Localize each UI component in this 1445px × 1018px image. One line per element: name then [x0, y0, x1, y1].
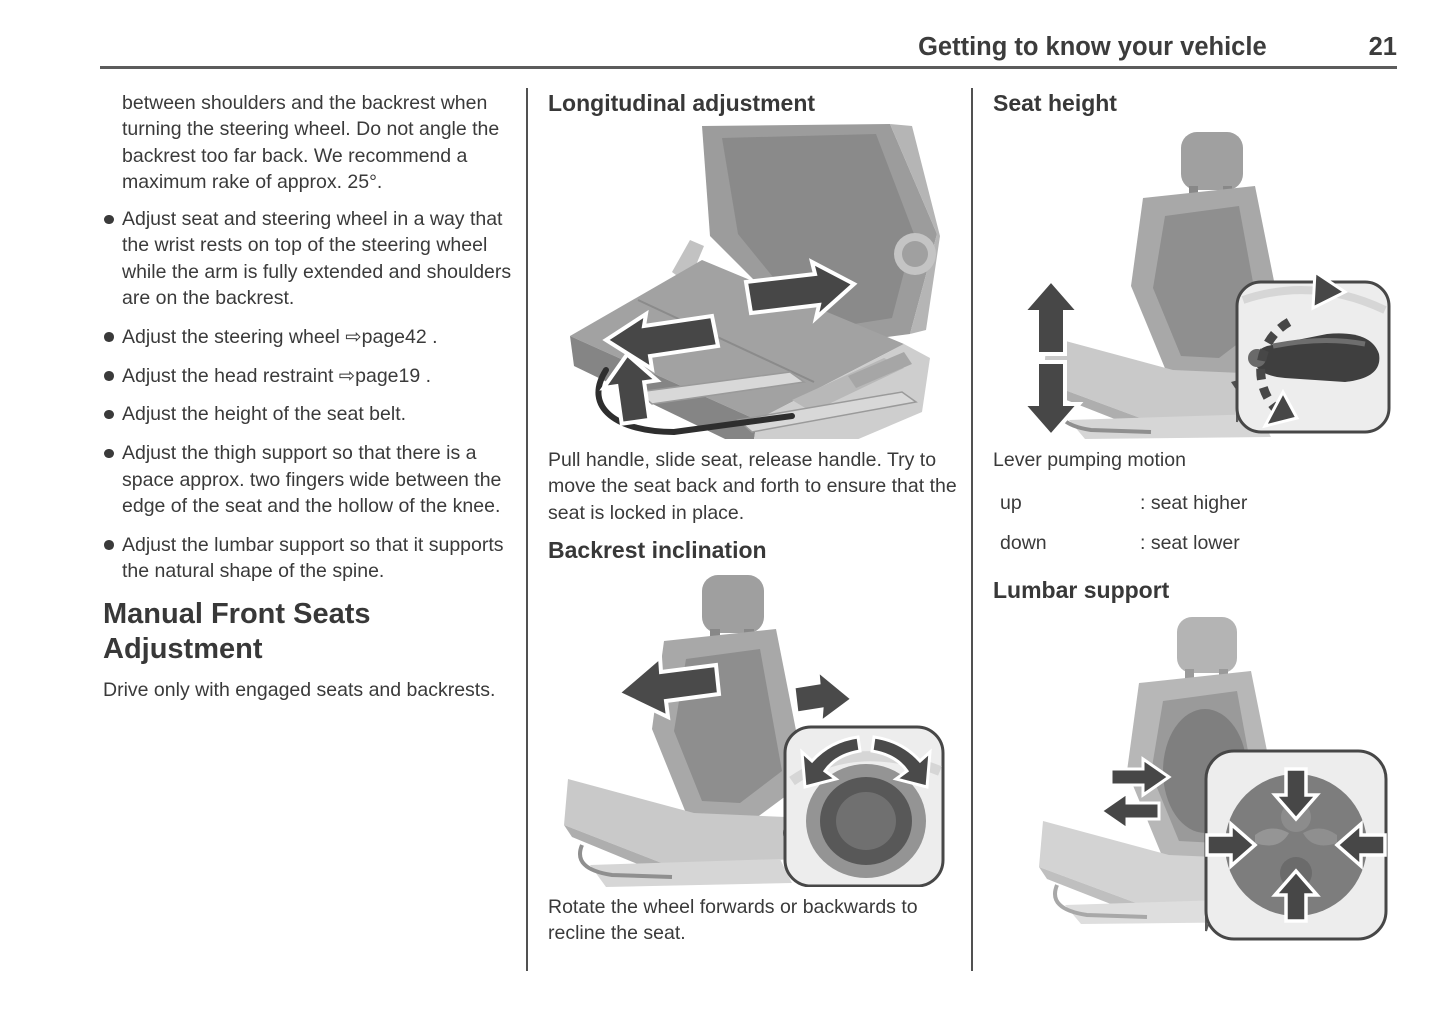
bullet-text: Adjust seat and steering wheel in a way … [122, 208, 512, 310]
handle-up-arrow-icon [599, 351, 662, 427]
list-item: Adjust the steering wheel ⇨page42 . [103, 324, 517, 350]
bullet-dot-icon [104, 448, 114, 459]
table-definition: : seat lower [1140, 531, 1240, 554]
list-item: Adjust the lumbar support so that it sup… [103, 532, 517, 585]
rotate-forward-arrow-icon [870, 735, 932, 789]
figure-longitudinal-adjustment [548, 124, 964, 439]
heading-longitudinal-adjustment: Longitudinal adjustment [548, 90, 816, 116]
bullet-dot-icon [104, 332, 114, 342]
seat-up-arrow-icon [1018, 276, 1084, 356]
lever-up-arrow-icon [1311, 269, 1348, 311]
figure-backrest-inclination [548, 569, 964, 887]
seat-slide-illustration [570, 124, 940, 439]
column-divider-right [971, 88, 973, 971]
bullet-text: Adjust the steering wheel ⇨page42 . [122, 325, 438, 348]
table-definition: : seat higher [1140, 492, 1248, 515]
bullet-text: Adjust the head restraint ⇨page19 . [122, 364, 432, 387]
column-divider-left [526, 88, 528, 971]
lever-down-arrow-icon [1262, 388, 1300, 429]
seat-recline-illustration [564, 574, 945, 887]
figure-seat-height [993, 124, 1413, 439]
slide-backward-arrow-icon [602, 309, 721, 374]
four-way-pad [1225, 773, 1367, 916]
table-term: down [1000, 531, 1047, 554]
heading-seat-height: Seat height [993, 90, 1117, 116]
heading-lumbar-support: Lumbar support [993, 576, 1170, 603]
headrest [702, 574, 764, 633]
rotate-backward-arrow-icon [800, 735, 862, 789]
page-header: Getting to know your vehicle 21 [100, 32, 1397, 62]
backrest-caption: Rotate the wheel forwards or backwards t… [548, 895, 918, 945]
left-column: between shoulders and the backrest when … [103, 88, 517, 703]
section-paragraph: Drive only with engaged seats and backre… [103, 678, 496, 701]
bullet-text: Adjust the lumbar support so that it sup… [122, 533, 504, 582]
bullet-dot-icon [104, 540, 114, 550]
bullet-dot-icon [104, 409, 114, 420]
slide-forward-arrow-icon [743, 258, 858, 324]
bullet-dot-icon [104, 214, 114, 225]
seat-rail [736, 391, 918, 433]
right-column: Seat height [993, 88, 1413, 941]
page-number: 21 [1368, 33, 1397, 61]
lumbar-in-arrow-icon [1109, 756, 1172, 798]
bullet-dot-icon [104, 371, 114, 381]
figure-lumbar-support [993, 611, 1413, 941]
longitudinal-caption: Pull handle, slide seat, release handle.… [548, 449, 957, 524]
seat-down-arrow-icon [1018, 360, 1084, 439]
seat-base [590, 858, 792, 887]
recline-forward-arrow-icon [792, 667, 855, 726]
adjustment-bullet-list: Adjust seat and steering wheel in a way … [103, 206, 517, 584]
table-row: up : seat higher [993, 490, 1413, 516]
pad-left-arrow-icon [1334, 820, 1387, 870]
headrest [1181, 132, 1243, 190]
list-item: Adjust seat and steering wheel in a way … [103, 206, 517, 311]
seat-cushion [570, 260, 904, 420]
seat-cushion [1043, 336, 1271, 422]
lumbar-out-arrow-icon [1098, 790, 1161, 832]
pull-handle [595, 367, 795, 436]
heading-backrest-inclination: Backrest inclination [548, 536, 767, 563]
seat-height-caption: Lever pumping motion [993, 449, 1186, 471]
list-item: Adjust the head restraint ⇨page19 . [103, 363, 517, 389]
bullet-text: Adjust the thigh support so that there i… [122, 442, 502, 517]
list-item: Adjust the height of the seat belt. [103, 401, 517, 427]
pump-motion-arc [1256, 318, 1292, 411]
middle-column: Longitudinal adjustment [548, 88, 964, 946]
seat-cushion [564, 778, 792, 867]
header-rule [100, 66, 1397, 69]
recline-back-arrow-icon [614, 652, 722, 721]
headrest [1177, 616, 1237, 673]
bullet-text: Adjust the height of the seat belt. [122, 403, 407, 426]
pad-down-arrow-icon [1271, 767, 1321, 822]
continued-paragraph: between shoulders and the backrest when … [122, 92, 500, 193]
header-title: Getting to know your vehicle [918, 33, 1267, 61]
section-title: Manual Front Seats Adjustment [103, 597, 371, 666]
pad-up-arrow-icon [1271, 868, 1321, 923]
seat-height-illustration [1018, 132, 1391, 439]
list-item: Adjust the thigh support so that there i… [103, 440, 517, 519]
pad-right-arrow-icon [1205, 820, 1258, 870]
table-term: up [1000, 492, 1022, 515]
table-row: down : seat lower [993, 530, 1413, 556]
lumbar-support-illustration [1039, 616, 1388, 941]
